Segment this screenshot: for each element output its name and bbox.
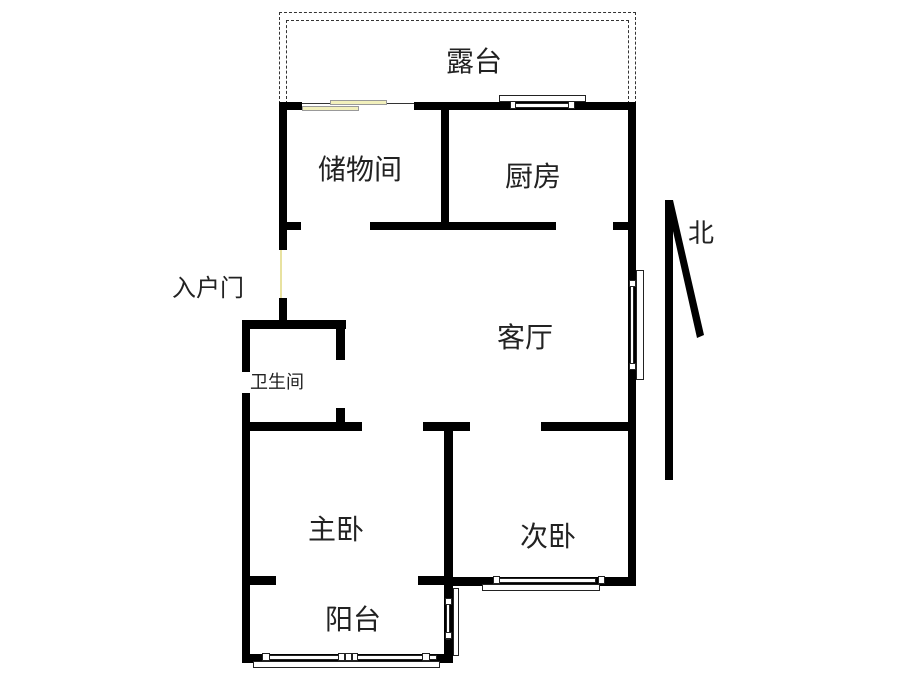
wall-h-stub-left xyxy=(279,222,301,230)
sliding-door-terrace-a[interactable] xyxy=(330,100,387,105)
wall-storage-kitchen xyxy=(441,102,449,228)
kitchen-window-frame xyxy=(499,95,586,102)
kitchen-window-sash xyxy=(510,103,573,108)
entrance-label: 入户门 xyxy=(172,274,244,302)
wall-bed-top-left xyxy=(242,422,362,431)
north-arrow-icon xyxy=(665,200,704,480)
second-bed-window-post-left xyxy=(493,576,500,584)
room-label-terrace: 露台 xyxy=(446,45,503,78)
second-bed-window-frame xyxy=(482,584,600,591)
wall-top-left-stub xyxy=(279,102,302,110)
wall-left-lower xyxy=(242,320,250,372)
entrance-door[interactable] xyxy=(280,250,282,298)
wall-left-mid xyxy=(279,298,287,324)
wall-bath-right-lower xyxy=(336,408,345,430)
wall-bedrooms-divider xyxy=(444,422,453,662)
living-window-frame xyxy=(636,270,644,380)
wall-bath-right-upper xyxy=(336,320,345,360)
wall-h-stub-right xyxy=(613,222,636,230)
kitchen-window-post-right xyxy=(568,101,575,109)
balcony-window-post-1 xyxy=(262,653,270,661)
wall-balcony-left-stub xyxy=(242,576,276,585)
balcony-east-window-post-bottom xyxy=(445,632,452,639)
kitchen-window-post-left xyxy=(510,101,516,109)
balcony-east-window-post-top xyxy=(445,598,452,605)
balcony-window-post-5 xyxy=(422,653,430,661)
balcony-window-frame xyxy=(253,661,440,668)
wall-left-upper xyxy=(279,102,287,250)
living-window-sash xyxy=(630,282,634,370)
balcony-window-post-2 xyxy=(338,653,345,661)
second-bed-window-sash xyxy=(496,578,596,583)
room-label-kitchen: 厨房 xyxy=(505,160,562,193)
compass-north-label: 北 xyxy=(688,219,715,249)
room-label-bathroom: 卫生间 xyxy=(250,368,304,394)
wall-bath-top xyxy=(242,320,346,329)
wall-h-middle xyxy=(370,222,556,230)
room-label-second-bedroom: 次卧 xyxy=(520,520,577,553)
balcony-east-window-frame xyxy=(453,588,459,656)
room-label-living: 客厅 xyxy=(497,321,554,354)
room-label-balcony: 阳台 xyxy=(325,603,382,636)
balcony-window-post-4 xyxy=(352,653,358,661)
living-window-post-top xyxy=(629,280,636,287)
room-label-master-bedroom: 主卧 xyxy=(308,513,365,546)
sliding-door-terrace-b[interactable] xyxy=(302,106,359,111)
wall-left-bottom xyxy=(242,393,250,663)
second-bed-window-post-right xyxy=(598,576,605,584)
room-label-storage: 储物间 xyxy=(318,153,403,186)
living-window-post-bottom xyxy=(629,363,636,370)
wall-bed-top-right xyxy=(541,422,636,431)
wall-balcony-right-stub xyxy=(418,576,453,585)
balcony-window-post-3 xyxy=(345,653,352,661)
